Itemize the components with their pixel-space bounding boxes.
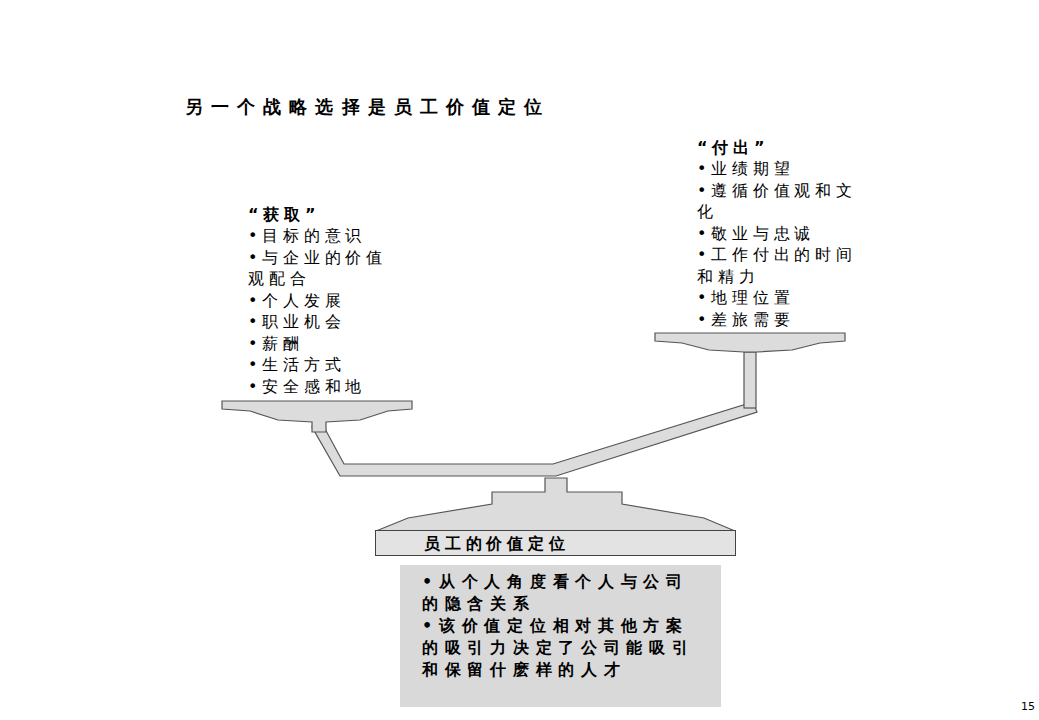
- base-band: 员工的价值定位: [375, 530, 736, 556]
- scale-illustration: [222, 333, 845, 531]
- item-text: 员工的价值定位: [424, 534, 735, 555]
- item-text: •安全感和地: [248, 376, 388, 398]
- item-text: •工作付出的时间和精力: [697, 244, 859, 287]
- list-heading: “付出”: [697, 137, 859, 159]
- slide-title: 另一个战略选择是员工价值定位: [185, 95, 550, 119]
- item-text: •生活方式: [248, 354, 388, 376]
- item-text: •与企业的价值观配合: [248, 247, 388, 290]
- item-text: •业绩期望: [697, 158, 859, 180]
- item-text: •从个人角度看个人与公司的隐含关系: [422, 571, 709, 615]
- page-number: 15: [1021, 700, 1035, 713]
- right-pan: [655, 333, 845, 352]
- item-text: •该价值定位相对其他方案的吸引力决定了公司能吸引和保留什麽样的人才: [422, 615, 709, 681]
- item-text: •薪酬: [248, 333, 388, 355]
- left-pan: [222, 401, 412, 432]
- pan-stem: [744, 352, 756, 408]
- item-text: •敬业与忠诚: [697, 223, 859, 245]
- item-text: •差旅需要: [697, 309, 859, 331]
- item-text: •遵循价值观和文化: [697, 180, 859, 223]
- gain-list: “获取”•目标的意识•与企业的价值观配合•个人发展•职业机会•薪酬•生活方式•安…: [248, 204, 388, 398]
- item-text: •职业机会: [248, 311, 388, 333]
- give-list: “付出”•业绩期望•遵循价值观和文化•敬业与忠诚•工作付出的时间和精力•地理位置…: [697, 137, 859, 331]
- scale-base: [376, 478, 735, 531]
- item-text: •地理位置: [697, 287, 859, 309]
- note-box: •从个人角度看个人与公司的隐含关系•该价值定位相对其他方案的吸引力决定了公司能吸…: [400, 565, 721, 707]
- item-text: •目标的意识: [248, 225, 388, 247]
- item-text: •个人发展: [248, 290, 388, 312]
- list-heading: “获取”: [248, 204, 388, 226]
